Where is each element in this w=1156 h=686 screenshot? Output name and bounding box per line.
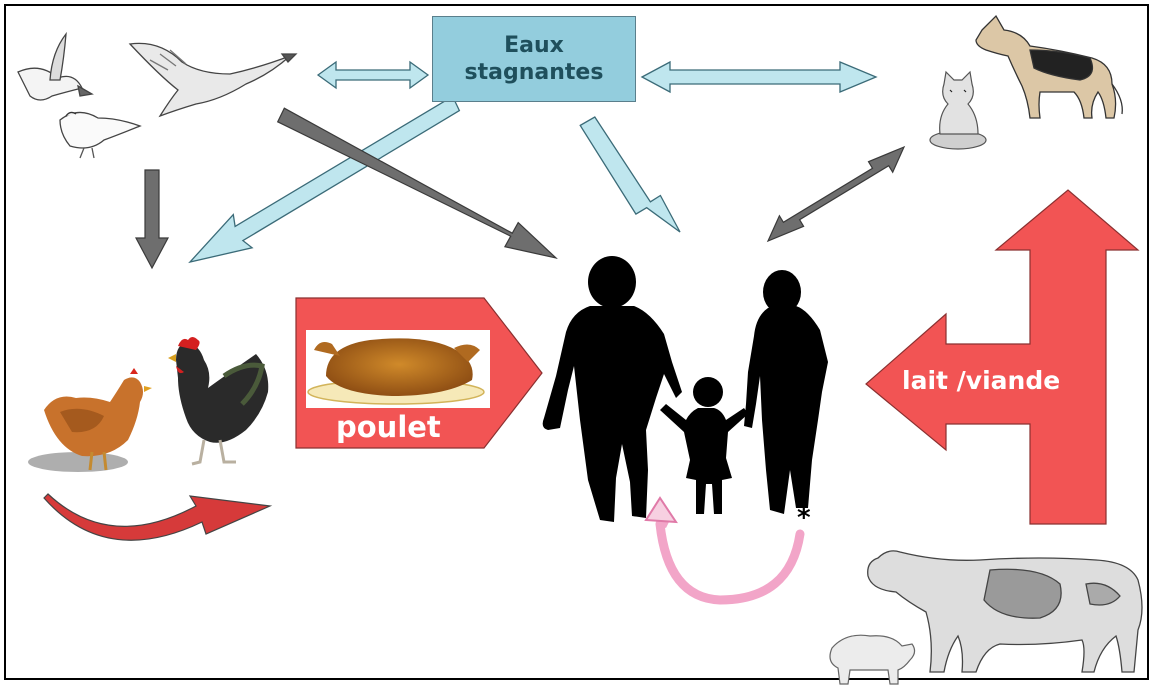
cat-icon — [930, 72, 986, 149]
stagnant-water-box: Eaux stagnantes — [432, 16, 636, 102]
water-to-chickens-arrow — [190, 96, 459, 262]
poulet-label: poulet — [336, 410, 441, 444]
water-to-humans-arrow — [580, 117, 680, 232]
birds-to-chickens-arrow — [136, 170, 168, 268]
water-box-line1: Eaux — [504, 32, 564, 60]
human-to-human-arrow — [646, 498, 800, 600]
lait-viande-arrow — [866, 190, 1138, 524]
lait-viande-label: lait /viande — [902, 366, 1060, 395]
water-box-line2: stagnantes — [465, 59, 604, 87]
family-silhouette-icon — [543, 256, 828, 522]
hen-shadow — [28, 452, 128, 472]
roast-chicken-icon — [308, 338, 484, 404]
chicken-cycle-arrow — [44, 494, 270, 540]
wild-birds-icon — [18, 34, 296, 158]
sheep-icon — [830, 635, 915, 684]
birds-water-double-arrow — [318, 62, 428, 88]
pets-humans-double-arrow — [768, 147, 904, 241]
water-pets-double-arrow — [642, 62, 876, 92]
rooster-icon — [168, 337, 268, 464]
asterisk-mark: * — [797, 503, 811, 533]
grey-arrows — [136, 108, 904, 268]
dog-icon — [976, 16, 1122, 118]
